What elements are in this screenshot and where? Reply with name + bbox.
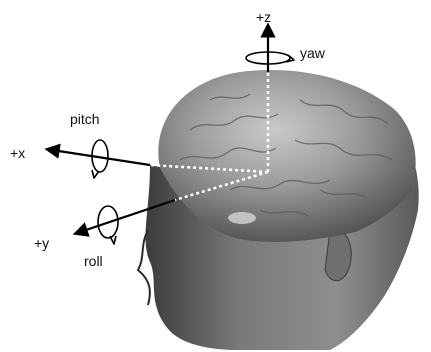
- yaw-label: yaw: [300, 45, 326, 61]
- pitch-label: pitch: [70, 111, 100, 127]
- brain-surface: [158, 70, 415, 242]
- y-axis-label: +y: [34, 235, 49, 251]
- z-axis-label: +z: [256, 9, 271, 25]
- pitch-arrow-tip: [92, 170, 99, 178]
- roll-arrow-tip: [110, 236, 116, 244]
- x-axis-arrow: [52, 150, 150, 165]
- highlight-patch: [228, 212, 256, 224]
- x-axis-label: +x: [10, 145, 25, 161]
- roll-label: roll: [84, 253, 103, 269]
- head-model: [138, 70, 419, 350]
